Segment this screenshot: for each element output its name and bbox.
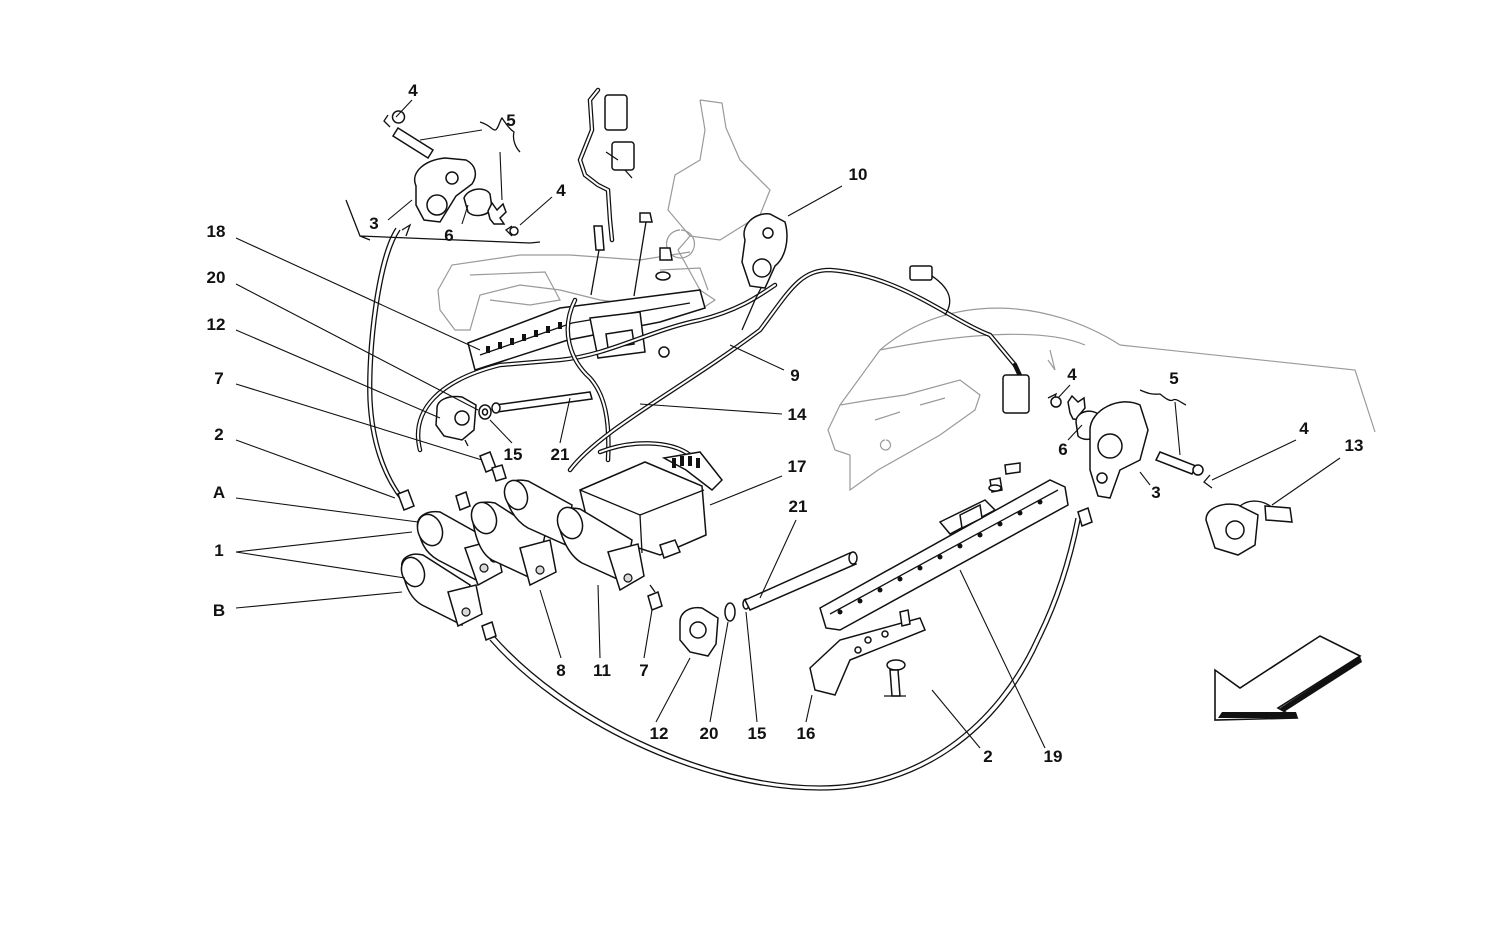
callout-8: 8 [556,661,565,680]
main-harness-9-14 [415,265,1030,473]
callout-4: 4 [556,181,566,200]
upper-shaft-group [435,391,593,447]
callout-20: 20 [700,724,719,743]
callout-4: 4 [408,81,418,100]
callout-19: 19 [1044,747,1063,766]
callout-11: 11 [593,661,611,680]
callout-4: 4 [1299,419,1309,438]
callout-9: 9 [790,366,799,385]
callout-7: 7 [639,661,648,680]
left-gear-motor-group [345,110,541,244]
callout-16: 16 [797,724,816,743]
brace-5-left [479,117,521,153]
callout-14: 14 [788,405,807,424]
lower-shaft-group [647,551,858,657]
callout-21: 21 [551,445,570,464]
callout-2: 2 [983,747,992,766]
seat-frame-outline [437,99,1376,492]
callout-12: 12 [207,315,226,334]
brace-5-right [1139,389,1187,406]
callout-B: B [213,601,225,620]
callout-labels: 4 5 3 6 4 10 18 20 12 7 2 A 1 B 9 14 15 … [207,81,1364,766]
callout-3: 3 [1151,483,1160,502]
gear-unit-10 [741,213,788,289]
front-direction-arrow-icon [1214,635,1362,721]
callout-5: 5 [1169,369,1178,388]
seat-rail-19 [819,462,1069,631]
upper-harness [577,87,673,297]
callout-3: 3 [369,214,378,233]
callout-15: 15 [504,445,523,464]
callout-17: 17 [788,457,807,476]
leader-lines [235,99,1341,749]
callout-7: 7 [214,369,223,388]
callout-4: 4 [1067,365,1077,384]
callout-10: 10 [849,165,868,184]
callout-21: 21 [789,497,808,516]
callout-15: 15 [748,724,767,743]
right-gear-motor-group [1047,392,1293,556]
callout-6: 6 [1058,440,1067,459]
callout-18: 18 [207,222,226,241]
callout-6: 6 [444,226,453,245]
callout-13: 13 [1345,436,1364,455]
callout-5: 5 [506,111,515,130]
bracket-16 [809,609,926,697]
callout-A: A [213,483,225,502]
motors-group [367,227,1093,791]
callout-2: 2 [214,425,223,444]
callout-12: 12 [650,724,669,743]
left-rack [467,289,706,371]
callout-1: 1 [214,541,223,560]
callout-20: 20 [207,268,226,287]
